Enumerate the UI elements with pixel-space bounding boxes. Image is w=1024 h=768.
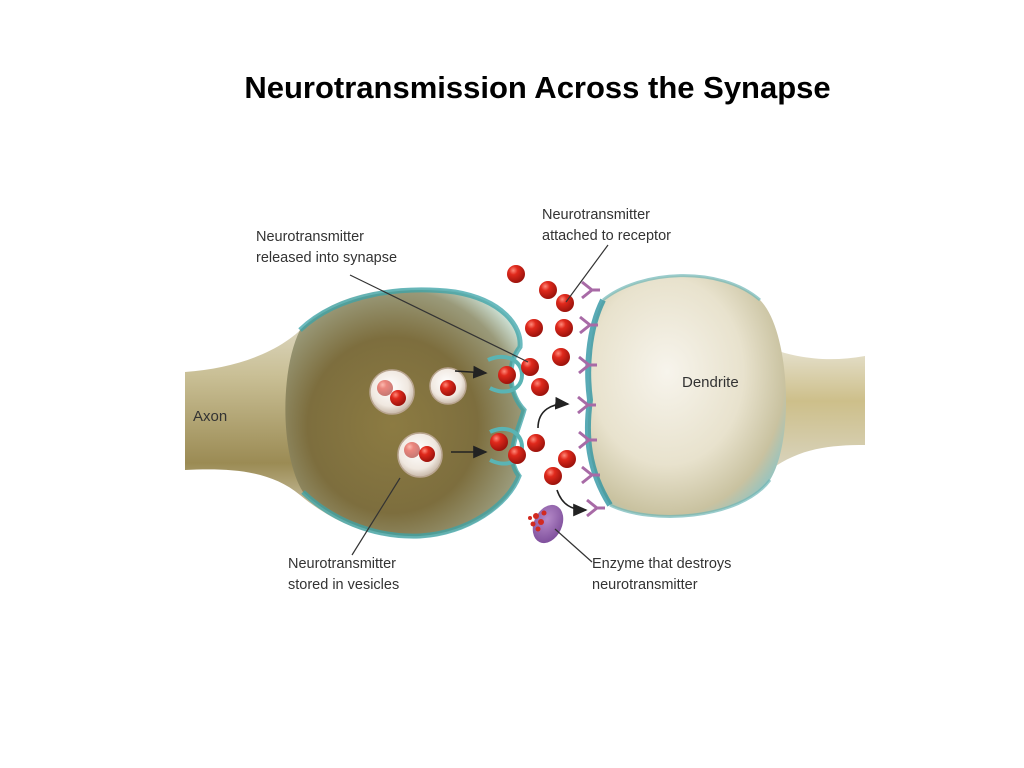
neurotransmitter-molecule	[490, 433, 508, 451]
neurotransmitter-molecule	[539, 281, 557, 299]
enzyme	[528, 504, 564, 544]
enzyme-label-line-1: Enzyme that destroys	[592, 556, 731, 572]
vesicle-upper	[369, 369, 415, 415]
enzyme-label-line-2: neurotransmitter	[592, 577, 698, 593]
attached-label-line-2: attached to receptor	[542, 228, 671, 244]
stored-label-line-1: Neurotransmitter	[288, 556, 396, 572]
stored-label-line-2: stored in vesicles	[288, 577, 399, 593]
dendrite-label: Dendrite	[682, 374, 739, 391]
axon-terminal	[185, 287, 527, 539]
vesicle-fusing-upper	[487, 354, 525, 394]
arrow-to-receptor	[537, 396, 570, 429]
dendrite	[584, 274, 865, 518]
neurotransmitter-molecule	[531, 378, 549, 396]
arrow-to-enzyme	[556, 489, 588, 517]
neurotransmitter-molecule	[556, 294, 574, 312]
neurotransmitter-molecules	[490, 265, 576, 485]
callout-lines	[349, 244, 609, 563]
neurotransmitter-molecule	[507, 265, 525, 283]
neurotransmitter-molecule	[508, 446, 526, 464]
arrow-vesicle-release-upper	[454, 365, 488, 379]
axon-label: Axon	[193, 408, 227, 425]
vesicle-middle	[429, 367, 467, 405]
attached-label-line-1: Neurotransmitter	[542, 207, 650, 223]
neurotransmitter-molecule	[552, 348, 570, 366]
neurotransmitter-molecule	[521, 358, 539, 376]
neurotransmitter-molecule	[555, 319, 573, 337]
neurotransmitter-molecule	[544, 467, 562, 485]
released-label-line-1: Neurotransmitter	[256, 229, 364, 245]
neurotransmitter-molecule	[527, 434, 545, 452]
released-label-line-2: released into synapse	[256, 250, 397, 266]
neurotransmitter-molecule	[525, 319, 543, 337]
receptors	[577, 280, 605, 518]
arrows	[451, 365, 588, 517]
page-title: Neurotransmission Across the Synapse	[244, 70, 831, 105]
neurotransmitter-molecule	[558, 450, 576, 468]
neurotransmitter-molecule	[498, 366, 516, 384]
vesicle-fusing-lower	[489, 426, 525, 466]
vesicle-lower	[397, 432, 443, 478]
